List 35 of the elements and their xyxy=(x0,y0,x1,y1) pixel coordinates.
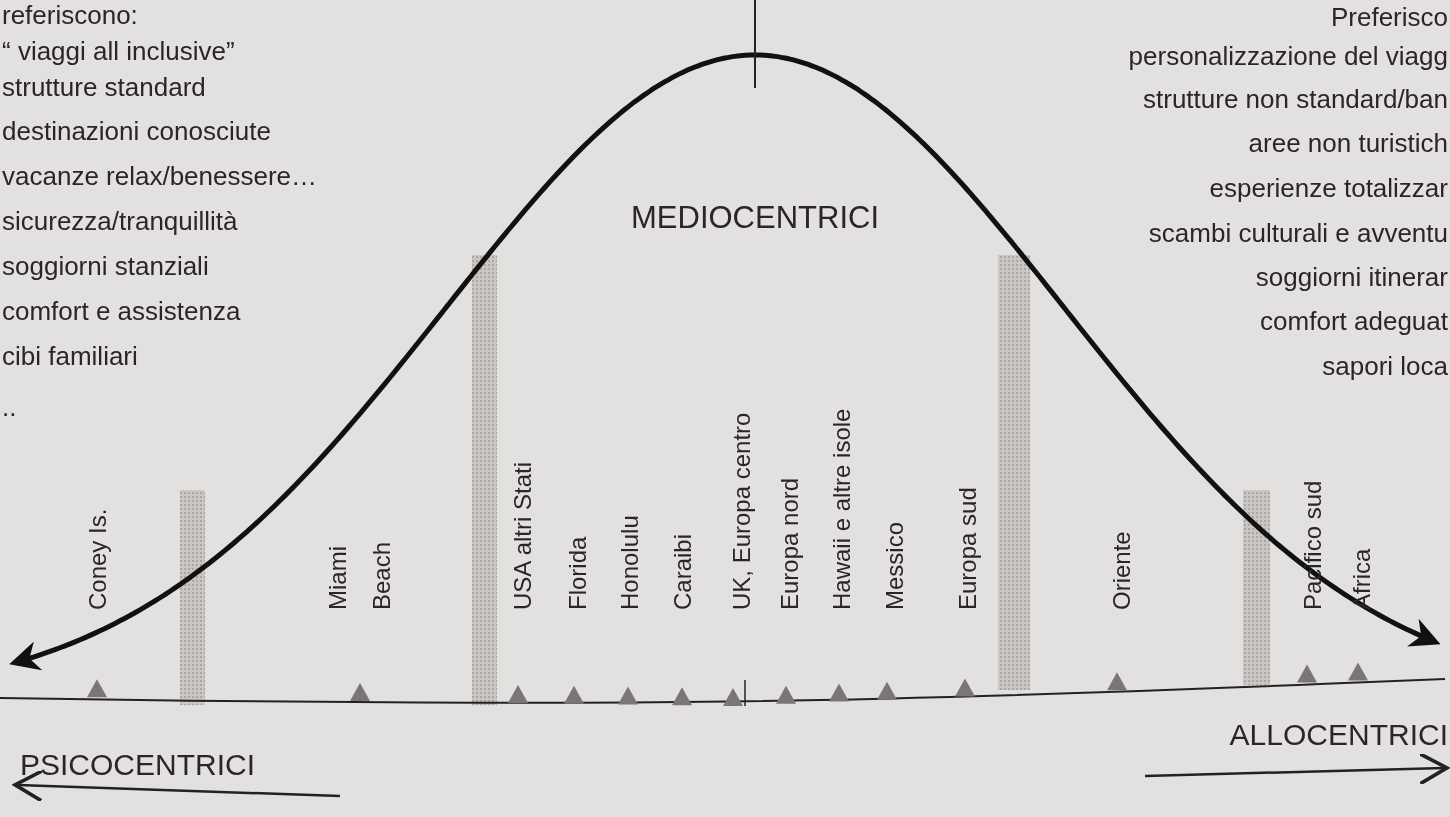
destination-label: Hawaii e altre isole xyxy=(830,408,854,610)
list-item: strutture non standard/ban xyxy=(1143,86,1448,112)
destination-label: Honolulu xyxy=(618,515,642,610)
destination-label: Europa nord xyxy=(778,477,802,610)
destination-label: Caraibi xyxy=(671,533,695,610)
list-item: sapori loca xyxy=(1322,353,1448,379)
group-label: MEDIOCENTRICI xyxy=(631,202,879,233)
destination-label: Messico xyxy=(883,521,907,610)
group-label: ALLOCENTRICI xyxy=(1229,720,1448,750)
list-item: soggiorni stanziali xyxy=(2,253,209,279)
destination-label: Beach xyxy=(370,541,394,610)
list-item: soggiorni itinerar xyxy=(1255,264,1448,290)
destination-label: Europa sud xyxy=(956,487,980,610)
list-item: aree non turistich xyxy=(1248,130,1448,156)
destination-label: USA altri Stati xyxy=(511,461,535,610)
list-item: personalizzazione del viagg xyxy=(1128,43,1448,69)
destination-label: Florida xyxy=(566,536,590,610)
list-item: strutture standard xyxy=(2,74,206,100)
destination-label: Miami xyxy=(326,546,350,610)
list-item: comfort e assistenza xyxy=(2,298,241,324)
destination-label: Coney Is. xyxy=(86,508,110,610)
destination-label: UK, Europa centro xyxy=(730,412,754,610)
destination-label: Oriente xyxy=(1110,531,1134,610)
list-item: destinazioni conosciute xyxy=(2,118,271,144)
list-item: vacanze relax/benessere… xyxy=(2,163,318,189)
list-item: referiscono: xyxy=(2,2,138,28)
list-item: comfort adeguat xyxy=(1260,308,1448,334)
list-item: scambi culturali e avventu xyxy=(1148,220,1448,246)
list-item: .. xyxy=(2,394,17,420)
list-item: sicurezza/tranquillità xyxy=(2,208,238,234)
list-item: “ viaggi all inclusive” xyxy=(2,38,235,64)
group-label: PSICOCENTRICI xyxy=(20,750,256,780)
list-item: cibi familiari xyxy=(2,343,138,369)
list-item: Preferisco xyxy=(1330,4,1448,30)
list-item: esperienze totalizzar xyxy=(1209,175,1448,201)
